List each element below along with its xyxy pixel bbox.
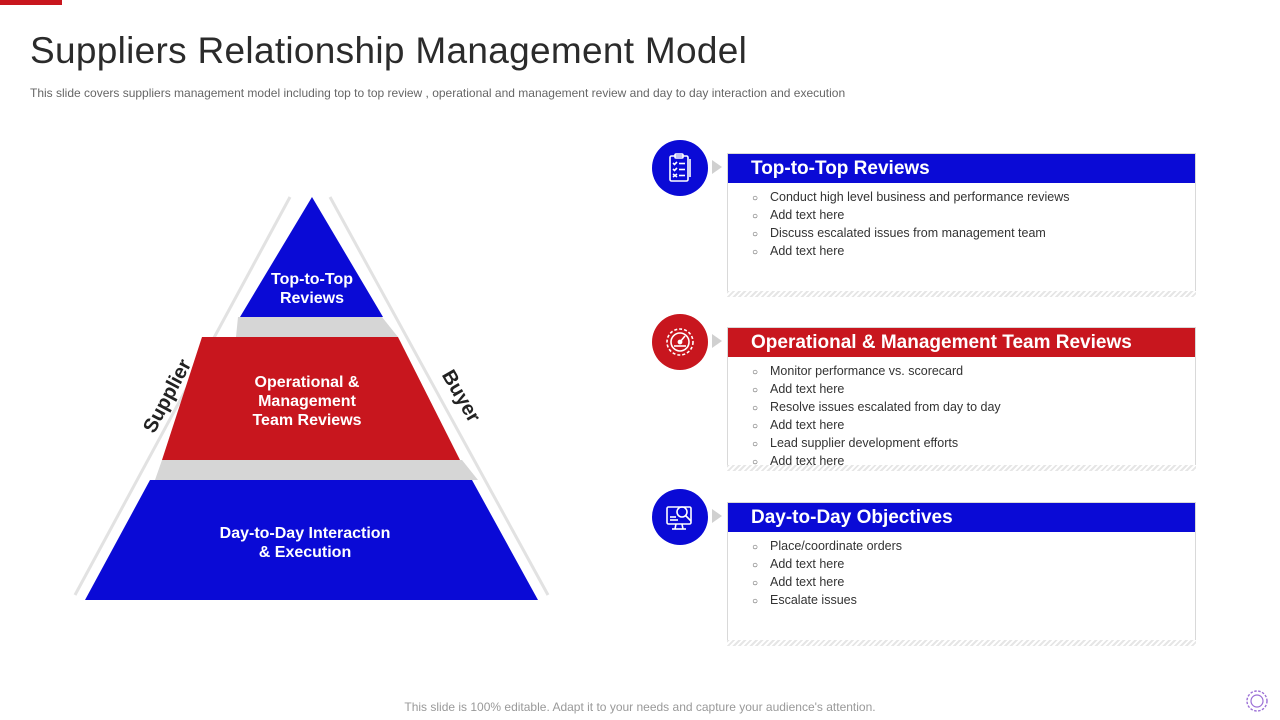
pointer-arrow-icon xyxy=(712,509,722,523)
pointer-arrow-icon xyxy=(712,334,722,348)
card-title: Operational & Management Team Reviews xyxy=(728,328,1195,357)
pyramid-shadow-middle xyxy=(155,460,478,480)
tier-label-bottom: Day-to-Day Interaction & Execution xyxy=(219,525,391,561)
tier-label-middle: Operational & Management Team Reviews xyxy=(252,374,362,429)
list-item: Place/coordinate orders xyxy=(752,538,1195,556)
pyramid-left-frame xyxy=(73,196,292,596)
card-day-to-day: Day-to-Day Objectives Place/coordinate o… xyxy=(652,489,1197,649)
card-operational: Operational & Management Team Reviews Mo… xyxy=(652,314,1197,474)
card-box: Operational & Management Team Reviews Mo… xyxy=(727,327,1196,468)
pointer-arrow-icon xyxy=(712,160,722,174)
page-title: Suppliers Relationship Management Model xyxy=(30,30,748,71)
list-item: Escalate issues xyxy=(752,592,1195,610)
accent-bar xyxy=(0,0,62,5)
card-list: Place/coordinate orders Add text here Ad… xyxy=(728,532,1195,610)
list-item: Add text here xyxy=(752,417,1195,435)
pyramid-tier-top xyxy=(240,197,383,317)
card-box: Top-to-Top Reviews Conduct high level bu… xyxy=(727,153,1196,295)
card-title: Day-to-Day Objectives xyxy=(728,503,1195,532)
card-list: Conduct high level business and performa… xyxy=(728,183,1195,261)
list-item: Add text here xyxy=(752,556,1195,574)
tier-label-top: Top-to-Top Reviews xyxy=(270,271,354,307)
list-item: Resolve issues escalated from day to day xyxy=(752,399,1195,417)
monitor-search-icon xyxy=(652,489,708,545)
list-item: Monitor performance vs. scorecard xyxy=(752,363,1195,381)
list-item: Lead supplier development efforts xyxy=(752,435,1195,453)
footer-note: This slide is 100% editable. Adapt it to… xyxy=(404,700,876,714)
list-item: Discuss escalated issues from management… xyxy=(752,225,1195,243)
list-item: Add text here xyxy=(752,381,1195,399)
pyramid-tier-middle xyxy=(162,337,460,460)
list-item: Add text here xyxy=(752,574,1195,592)
gauge-gear-icon xyxy=(652,314,708,370)
card-box: Day-to-Day Objectives Place/coordinate o… xyxy=(727,502,1196,642)
card-title: Top-to-Top Reviews xyxy=(728,154,1195,183)
list-item: Conduct high level business and performa… xyxy=(752,189,1195,207)
list-item: Add text here xyxy=(752,207,1195,225)
list-item: Add text here xyxy=(752,243,1195,261)
card-shadow xyxy=(727,465,1196,471)
list-item: Add text here xyxy=(752,453,1195,471)
card-shadow xyxy=(727,640,1196,646)
pyramid-tier-bottom xyxy=(85,480,538,600)
card-shadow xyxy=(727,291,1196,297)
pyramid-shadow-top xyxy=(236,317,398,337)
card-list: Monitor performance vs. scorecard Add te… xyxy=(728,357,1195,471)
gear-logo-icon xyxy=(1246,690,1268,712)
page-subtitle: This slide covers suppliers management m… xyxy=(30,86,846,100)
pyramid-right-frame xyxy=(328,196,550,596)
pyramid-diagram: Top-to-Top Reviews Operational & Managem… xyxy=(60,185,580,625)
checklist-icon xyxy=(652,140,708,196)
card-top-to-top: Top-to-Top Reviews Conduct high level bu… xyxy=(652,140,1197,300)
pyramid-shapes xyxy=(73,196,550,600)
